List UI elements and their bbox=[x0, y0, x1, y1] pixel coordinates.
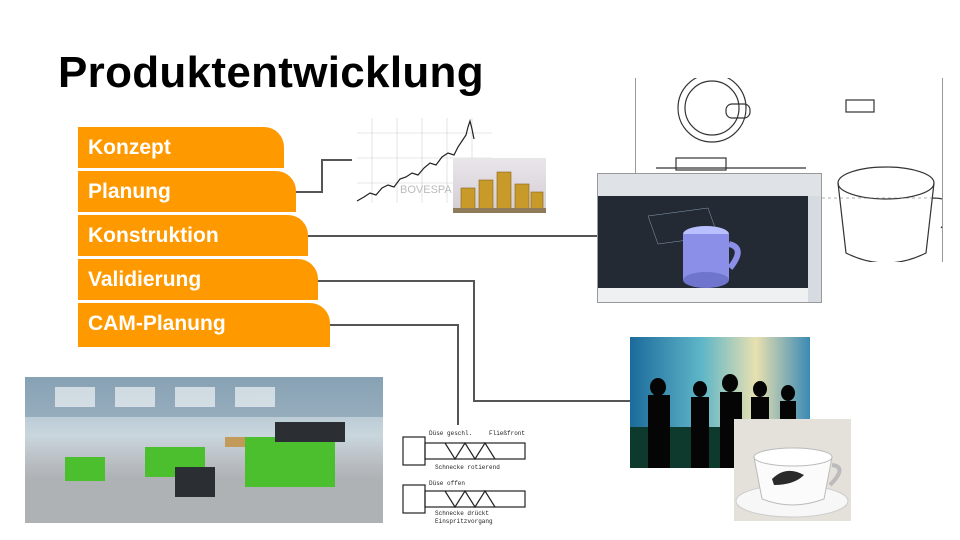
diagram-label-top-sub: Schnecke rotierend bbox=[435, 464, 500, 471]
connector-validierung bbox=[318, 280, 631, 402]
phase-konstruktion: Konstruktion bbox=[78, 215, 308, 256]
coins-image bbox=[453, 158, 546, 213]
phase-validierung: Validierung bbox=[78, 259, 318, 300]
connector-cam bbox=[330, 324, 459, 430]
cup-photo-image bbox=[734, 419, 851, 521]
diagram-label-bottom-sub2: Einspritzvorgang bbox=[435, 518, 493, 525]
factory-photo-image bbox=[25, 377, 383, 523]
diagram-label-top-right: Fließfront bbox=[489, 430, 525, 437]
connector-planung bbox=[296, 159, 352, 193]
injection-molding-diagram: Düse geschl. Fließfront Schnecke rotiere… bbox=[385, 425, 535, 525]
bovespa-watermark: BOVESPA bbox=[400, 184, 452, 196]
slide-title: Produktentwicklung bbox=[58, 48, 484, 97]
diagram-label-bottom-sub: Schnecke drückt bbox=[435, 510, 489, 517]
diagram-label-top-left: Düse geschl. bbox=[429, 430, 472, 437]
phase-planung: Planung bbox=[78, 171, 296, 212]
phase-konzept: Konzept bbox=[78, 127, 284, 168]
phase-cam-planung: CAM-Planung bbox=[78, 303, 330, 347]
cad-screenshot-image bbox=[597, 173, 822, 303]
diagram-label-bottom-left: Düse offen bbox=[429, 480, 465, 487]
